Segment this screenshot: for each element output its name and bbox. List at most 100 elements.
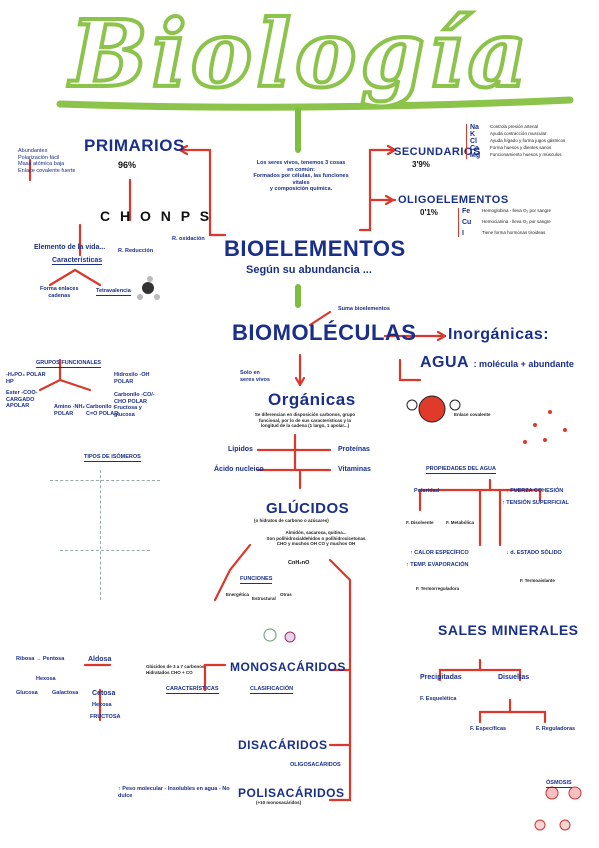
desc-line: longitud de la cadena (1 largo, 1 apolar… [260,423,350,428]
polisacaridos-sub: (+10 monosacáridos) [256,800,302,805]
acido-nucleico-label: Ácido nucleico [214,466,264,473]
f-esqueletica: F. Esquelética [420,696,457,702]
oligosacaridos-heading: OLIGOSACÁRIDOS [290,762,341,768]
element-symbol: Cu [462,219,472,226]
funciones-label: FUNCIONES [240,576,273,584]
bioelementos-subtitle: Según su abundancia ... [246,264,372,276]
disueltas-label: Disueltas [498,674,530,681]
desc-line: Se diferencian en disposición carbonos, … [254,412,356,417]
enlace-covalente: Enlace covalente [454,412,491,417]
primarios-percent: 96% [118,160,137,170]
precipitadas-label: Precipitadas [420,674,462,681]
galactosa-label: Galactosa [52,690,79,696]
vida-label: Elemento de la vida... [34,244,106,251]
hexosa-label: Hexosa [36,676,56,682]
oligoelementos-list: Fe Hemoglobina - lleva O₂ por sangre Cu He… [458,208,551,237]
element-desc: Hemoglobina - lleva O₂ por sangre [482,208,552,213]
polisacaridos-props: ↑ Peso molecular - Insolubles en agua - … [118,786,230,799]
primarios-heading: PRIMARIOS [84,136,185,155]
lipidos-label: Lípidos [228,446,253,453]
oxidacion-label: R. oxidación [172,236,205,242]
mono-desc: Glúcidos de 3 a 7 carbonos Hidratados CH… [146,664,205,675]
monosacaridos-heading: MONOSACÁRIDOS [230,660,346,674]
osmosis-label: ÓSMOSIS [546,780,572,788]
biomoleculas-heading: BIOMOLÉCULAS [232,320,417,345]
grupo-item: Hidroxilo -OH POLAR [114,372,150,385]
propiedades-agua: PROPIEDADES DEL AGUA [426,466,496,474]
solo-line: Solo en [240,370,260,376]
func-estructural: Estructural [252,596,276,601]
disacaridos-heading: DISACÁRIDOS [238,738,328,752]
agua-label: AGUA [420,354,470,371]
oligoelementos-percent: 0'1% [420,208,438,217]
solo-seres-vivos: Solo en seres vivos [240,370,270,383]
grupo-item: Carbonilo -C=O POLAR [86,404,119,417]
glucidos-formula: CnH₂nO [288,560,310,566]
desc-line: funcional, por lo de sus características… [258,417,352,423]
prop-cohesion: ↑ FUERZA COHESIÓN [506,488,564,494]
element-symbol: Fe [462,208,471,215]
page-title: Biología [68,0,532,110]
suma-bioelementos: Suma bioelementos [338,306,390,312]
desc-line: Almidón, sacarosa, quitina... [285,530,347,535]
ribosa-pentosa: Ribosa → Pentosa [16,656,65,662]
grupo-item: -H₂PO₄ POLAR HP [6,372,46,385]
aldosa-label: Aldosa [88,656,112,663]
forma-line: Forma enlaces [40,286,79,292]
element-desc: Tiene forma hormonas tiroideas [482,230,546,235]
grupo-item: Ester -COO- CARGADO APOLAR [6,390,38,409]
element-symbol: Cl [470,138,477,145]
desc-line: Glúcidos de 3 a 7 carbonos [146,664,205,669]
clasificacion-label: CLASIFICACIÓN [250,686,294,694]
grupos-funcionales: GRUPOS FUNCIONALES [36,360,102,368]
desc-line: Son polihidroxialdehidos o polihidroxice… [266,535,366,541]
tetravalencia-label: Tetravalencia [96,288,131,296]
vitaminas-label: Vitaminas [338,466,371,473]
chonps-letters: C H O N P S [100,208,213,224]
prop: Abundantes [18,148,48,154]
element-symbol: I [462,230,464,237]
prop-polaridad: Polaridad [414,488,440,494]
element-symbol: Mg [470,152,481,159]
prop: Enlace covalente fuerte [18,167,76,174]
organicas-heading: Orgánicas [268,390,356,409]
prop: Masa atómica baja [18,161,65,167]
proteinas-label: Proteínas [338,446,370,453]
desc-line: CHO y muchos OH CO y muchos OH [276,541,356,546]
forma-line: cadenas [48,292,71,299]
bioelementos-intro: Los seres vivos, tenemos 3 cosas en comú… [246,160,356,193]
grupo-item: Carbonilo -CO/-CHO POLAR Fructosa y gluc… [114,392,155,418]
cetosa-label: Cetosa [92,690,116,697]
grupo-item: Amino -NH₂ POLAR [54,404,85,417]
isomeros-notes [40,470,170,610]
bioelementos-heading: BIOELEMENTOS [224,236,406,261]
func-termorreguladora: F. Termorreguladora [416,586,460,591]
element-symbol: K [470,131,476,138]
polisacaridos-heading: POLISACÁRIDOS [238,786,345,800]
fructosa-label: FRUCTOSA [90,714,121,720]
secundarios-percent: 3'9% [412,160,430,169]
prop-evaporacion: ↑ TEMP. EVAPORACIÓN [406,562,469,568]
intro-line: Los seres vivos, tenemos 3 cosas [256,160,346,166]
glucidos-desc: Almidón, sacarosa, quitina... Son polihi… [246,530,386,547]
func-disolvente: F. Disolvente [406,520,434,525]
element-desc: Forma huesos y dientes sanos [490,145,552,150]
forma-enlaces: Forma enlaces cadenas [40,286,79,299]
desc-line: Hidratados CHO + CO [146,669,193,675]
element-desc: Hemocianina - lleva O₂ por sangre [482,219,551,224]
sales-minerales-heading: SALES MINERALES [438,622,579,638]
prop-solido: ↓ d. ESTADO SÓLIDO [506,550,562,556]
reduccion-label: R. Reducción [118,248,154,254]
agua-heading: AGUA : molécula + abundante [420,354,574,372]
glucidos-sub: (o hidratos de carbono o azúcares) [254,518,329,523]
func-metabolica: F. Metabólica [446,520,475,525]
func-energetica: Energética [226,592,250,597]
element-desc: Ayuda hígado y forma jugos gástricos [490,138,566,143]
element-desc: Ayuda contracción muscular [490,131,547,136]
caracteristicas-label: Características [52,257,103,265]
f-reguladoras: F. Reguladoras [536,726,576,732]
inorganicas-heading: Inorgánicas: [448,326,550,343]
glucosa-label: Glucosa [16,690,38,696]
intro-line: en común: [287,166,315,173]
